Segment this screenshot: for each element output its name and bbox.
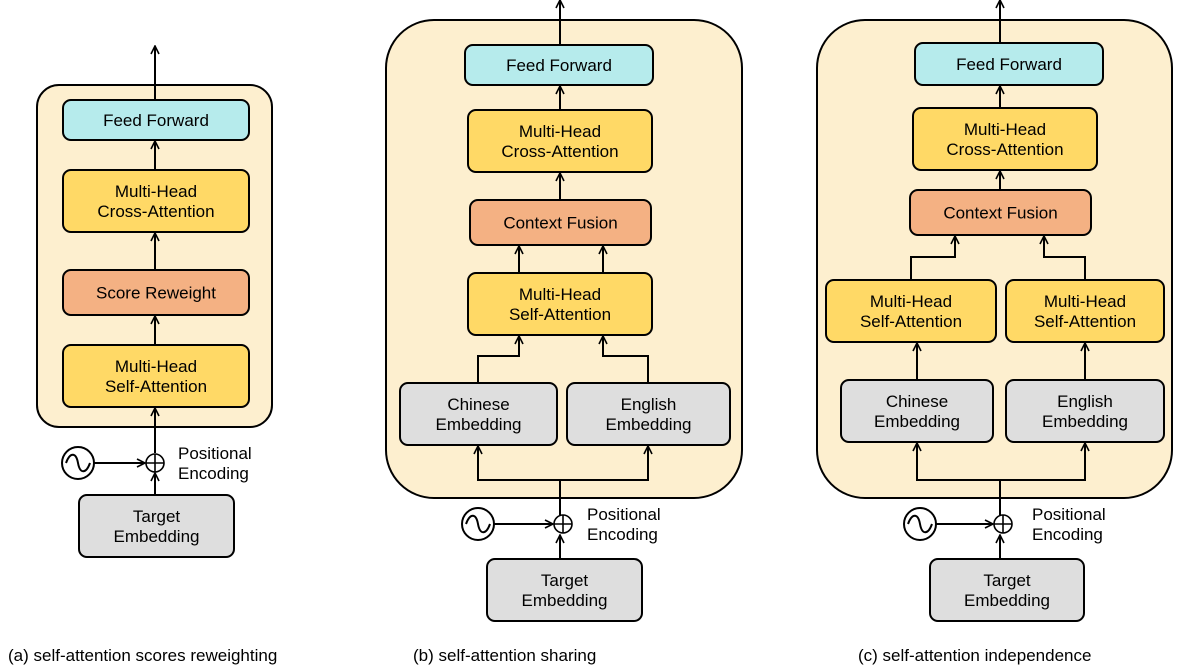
- panel-c-feed-forward: Feed Forward: [914, 42, 1104, 86]
- panel-b-context-fusion-label: Context Fusion: [503, 213, 617, 232]
- panel-a-score-reweight: Score Reweight: [62, 269, 250, 316]
- caption-b: (b) self-attention sharing: [413, 646, 597, 665]
- panel-b-context-fusion: Context Fusion: [469, 199, 652, 246]
- panel-c-arrow-right-fusion: [1044, 236, 1086, 280]
- panel-c-arrow-left-fusion: [910, 236, 955, 280]
- panel-a-feed-forward-label: Feed Forward: [103, 111, 209, 130]
- panel-c-context-fusion-label: Context Fusion: [943, 203, 1057, 222]
- panel-c-feed-forward-label: Feed Forward: [956, 55, 1062, 74]
- panel-b-feed-forward-label: Feed Forward: [506, 56, 612, 75]
- panel-c-arrow-split-chinese: [917, 443, 1000, 481]
- panel-a-feed-forward: Feed Forward: [62, 99, 250, 141]
- panel-b-add-icon: [553, 514, 573, 534]
- panel-c-context-fusion: Context Fusion: [909, 189, 1092, 236]
- caption-c: (c) self-attention independence: [858, 646, 1092, 665]
- panel-b-feed-forward: Feed Forward: [464, 44, 654, 86]
- panel-b-sine-wave-icon: [461, 507, 495, 541]
- panel-c-sine-wave-icon: [903, 507, 937, 541]
- panel-b-arrow-chinese-self: [477, 336, 519, 383]
- panel-c-add-icon: [993, 514, 1013, 534]
- caption-a: (a) self-attention scores reweighting: [8, 646, 278, 665]
- panel-a-score-reweight-label: Score Reweight: [96, 283, 216, 302]
- panel-b-arrow-split-english: [560, 446, 648, 481]
- panel-c-arrow-split-english: [1000, 443, 1085, 481]
- panel-a-sine-wave-icon: [61, 446, 95, 480]
- panel-a-add-icon: [145, 453, 165, 473]
- panel-b-arrow-split-chinese: [478, 446, 560, 481]
- panel-b-arrow-english-self: [603, 336, 649, 383]
